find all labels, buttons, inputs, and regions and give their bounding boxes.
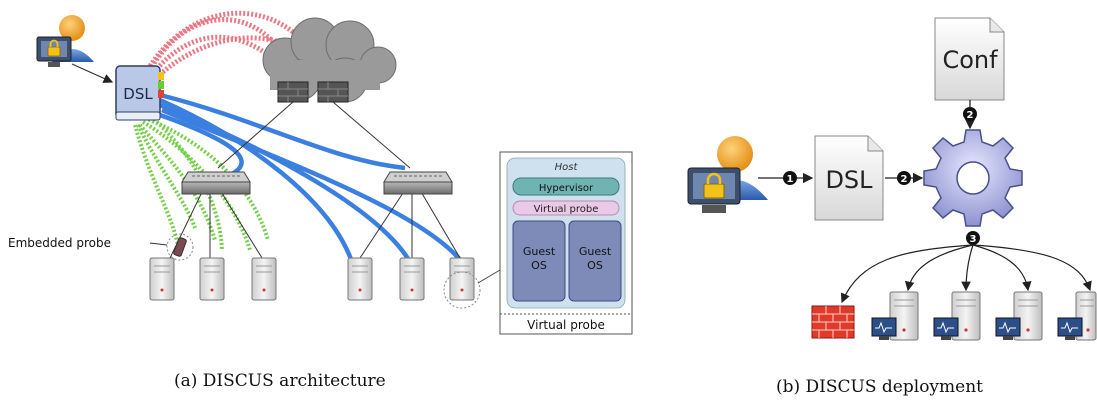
step-1-number: 1 [787, 174, 794, 185]
cloud-icon [262, 17, 397, 103]
server-icon [149, 257, 175, 301]
server-icon [347, 257, 373, 301]
server-icon [199, 257, 225, 301]
guest-os-label-line1: Guest [579, 245, 612, 258]
server-icon [251, 257, 277, 301]
brick-wall-icon [811, 305, 855, 339]
step-2-badge [963, 107, 977, 121]
step-1-badge [783, 171, 797, 185]
virtual-probe-label: Virtual probe [534, 204, 599, 215]
monitored-server-icon [1057, 291, 1097, 341]
host-box [499, 151, 633, 335]
blue-control-links [159, 92, 464, 264]
lock-icon [47, 39, 61, 57]
step-3-badge [966, 231, 980, 245]
switch-icon [181, 171, 251, 195]
virtual-probe-footer: Virtual probe [527, 318, 605, 332]
monitored-server-icon [871, 291, 919, 341]
document-icon [934, 17, 1005, 101]
dsl-label: DSL [123, 85, 153, 103]
hypervisor-box [512, 177, 620, 196]
gear-icon [923, 129, 1023, 227]
hypervisor-label: Hypervisor [539, 183, 594, 194]
document-icon [814, 135, 884, 221]
caption-b: (b) DISCUS deployment [776, 377, 983, 397]
server-icon [449, 257, 475, 301]
switch-icon [383, 171, 453, 195]
step-2-number: 2 [967, 110, 974, 121]
guest-os-label-line2: OS [531, 259, 547, 272]
figure-b: Conf DSL [687, 17, 1097, 341]
zoom-connector [477, 269, 501, 284]
lock-icon [703, 172, 725, 199]
guest-os-box [512, 220, 566, 302]
conf-label: Conf [942, 46, 998, 74]
figure-a: DSL [8, 10, 633, 335]
firewall-icon [317, 81, 349, 103]
step-3-number: 3 [970, 234, 977, 245]
caption-a: (a) DISCUS architecture [174, 371, 386, 391]
guest-os-label-line2: OS [587, 259, 603, 272]
dsl-doc-label: DSL [825, 166, 873, 194]
guest-os-label-line1: Guest [523, 245, 556, 258]
firewall-icon [277, 81, 309, 103]
monitored-server-icon [933, 291, 981, 341]
embedded-probe-label: Embedded probe [8, 236, 111, 250]
monitored-server-icon [995, 291, 1043, 341]
embedded-probe-pointer [149, 242, 168, 246]
zoom-circle [443, 271, 481, 309]
virtual-probe-bar [512, 200, 620, 216]
embedded-probe-icon [166, 233, 194, 261]
deployment-links [840, 244, 1092, 304]
step-2-number: 2 [901, 174, 908, 185]
host-title: Host [555, 162, 579, 173]
guest-os-box [568, 220, 622, 302]
dsl-book-icon [115, 65, 164, 121]
server-icon [399, 257, 425, 301]
step-2-badge [897, 171, 911, 185]
